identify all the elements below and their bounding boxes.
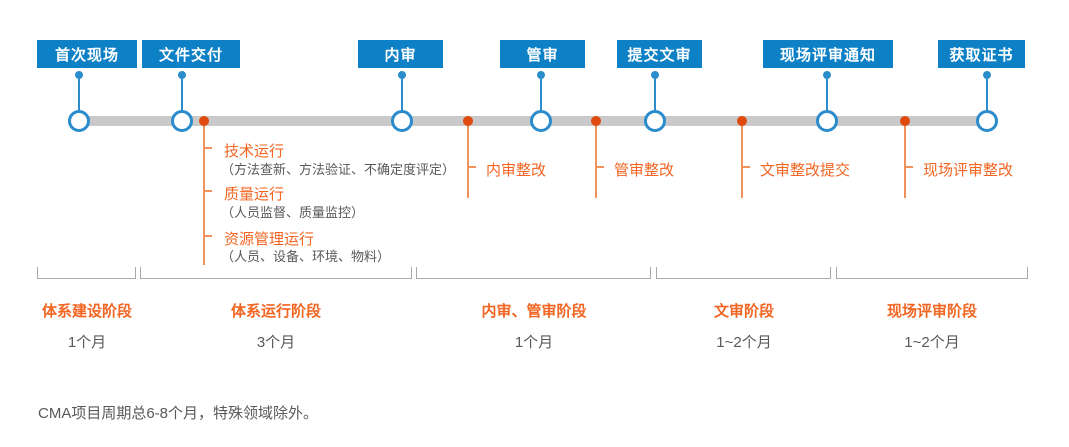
- event-branch-line: [467, 121, 469, 198]
- event-tick: [204, 190, 212, 192]
- branch-item-detail: （人员监督、质量监控）: [221, 205, 365, 220]
- milestone-box-document-delivery: 文件交付: [142, 40, 240, 68]
- phase-bracket: [836, 267, 1028, 279]
- phase-duration: 1~2个月: [904, 334, 960, 351]
- milestone-box-onsite-review-notice: 现场评审通知: [763, 40, 893, 68]
- phase-duration: 1~2个月: [716, 334, 772, 351]
- milestone-box-obtain-certificate: 获取证书: [938, 40, 1025, 68]
- event-tick: [468, 166, 476, 168]
- phase-duration: 1个月: [514, 334, 554, 351]
- footnote-project-duration: CMA项目周期总6-8个月，特殊领域除外。: [38, 405, 319, 422]
- phase-name-document-review: 文审阶段: [713, 303, 774, 320]
- milestone-box-management-review: 管审: [500, 40, 585, 68]
- milestone-dot-icon: [178, 71, 186, 79]
- phase-duration: 1个月: [67, 334, 107, 351]
- branch-item-detail: （人员、设备、环境、物料）: [221, 249, 391, 264]
- milestone-dot-icon: [823, 71, 831, 79]
- milestone-stem: [181, 79, 183, 111]
- event-branch-line: [904, 121, 906, 198]
- branch-item-technical-operation: 技术运行: [224, 143, 285, 160]
- milestone-box-first-site-visit: 首次现场: [37, 40, 137, 68]
- milestone-node-icon: [68, 110, 90, 132]
- phase-name-system-operation: 体系运行阶段: [230, 303, 321, 320]
- milestone-stem: [540, 79, 542, 111]
- event-dot-icon: [591, 116, 601, 126]
- phase-bracket: [37, 267, 136, 279]
- event-dot-icon: [463, 116, 473, 126]
- milestone-node-icon: [816, 110, 838, 132]
- milestone-stem: [401, 79, 403, 111]
- phase-bracket: [140, 267, 412, 279]
- phase-name-audit-review: 内审、管审阶段: [481, 303, 587, 320]
- milestone-node-icon: [644, 110, 666, 132]
- phase-bracket: [656, 267, 831, 279]
- event-label-internal-audit-rectification: 内审整改: [486, 162, 547, 179]
- milestone-dot-icon: [398, 71, 406, 79]
- event-branch-line: [203, 121, 205, 265]
- branch-item-quality-operation: 质量运行: [224, 186, 285, 203]
- milestone-dot-icon: [75, 71, 83, 79]
- milestone-stem: [826, 79, 828, 111]
- event-branch-line: [741, 121, 743, 198]
- event-tick: [204, 147, 212, 149]
- phase-bracket: [416, 267, 651, 279]
- phase-name-system-building: 体系建设阶段: [41, 303, 132, 320]
- event-tick: [204, 235, 212, 237]
- event-dot-icon: [900, 116, 910, 126]
- milestone-node-icon: [976, 110, 998, 132]
- event-tick: [596, 166, 604, 168]
- milestone-stem: [654, 79, 656, 111]
- event-tick: [742, 166, 750, 168]
- milestone-box-internal-audit: 内审: [358, 40, 443, 68]
- milestone-node-icon: [391, 110, 413, 132]
- branch-item-detail: （方法查新、方法验证、不确定度评定）: [221, 162, 456, 177]
- event-label-onsite-review-rectification: 现场评审整改: [923, 162, 1014, 179]
- milestone-dot-icon: [537, 71, 545, 79]
- event-branch-line: [595, 121, 597, 198]
- phase-duration: 3个月: [256, 334, 296, 351]
- event-tick: [905, 166, 913, 168]
- milestone-stem: [986, 79, 988, 111]
- branch-item-resource-management: 资源管理运行: [224, 231, 315, 248]
- milestone-node-icon: [171, 110, 193, 132]
- milestone-box-submit-documents: 提交文审: [617, 40, 702, 68]
- milestone-node-icon: [530, 110, 552, 132]
- milestone-dot-icon: [651, 71, 659, 79]
- milestone-dot-icon: [983, 71, 991, 79]
- milestone-stem: [78, 79, 80, 111]
- event-label-management-review-rectification: 管审整改: [614, 162, 675, 179]
- phase-name-onsite-review: 现场评审阶段: [886, 303, 977, 320]
- event-dot-icon: [737, 116, 747, 126]
- event-label-document-review-rectification: 文审整改提交: [760, 162, 851, 179]
- event-dot-icon: [199, 116, 209, 126]
